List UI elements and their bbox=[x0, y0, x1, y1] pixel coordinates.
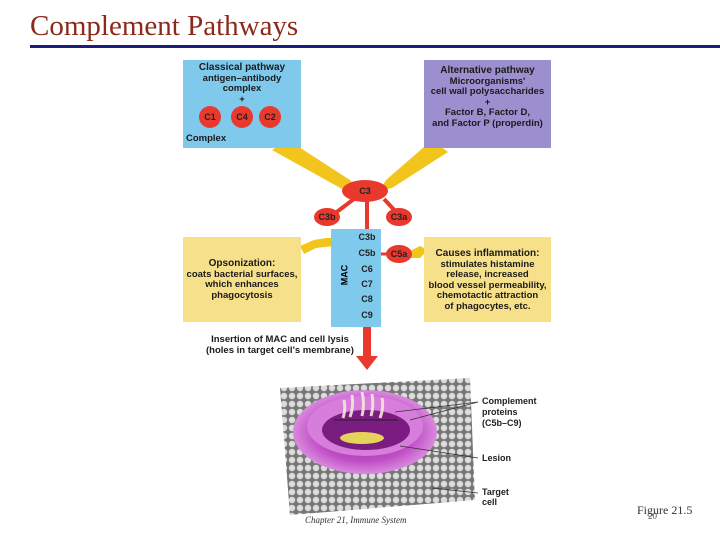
mac-item-c8: C8 bbox=[361, 294, 373, 304]
opsonization-line-2: which enhances bbox=[205, 279, 279, 290]
classical-complex-label: Complex bbox=[186, 133, 227, 144]
complement-callout-line-1 bbox=[394, 401, 479, 413]
inflammation-line-3: blood vessel permeability, bbox=[428, 279, 547, 291]
alternative-plus: + bbox=[484, 96, 491, 108]
complement-label-line-3: (C5b–C9) bbox=[482, 418, 522, 428]
mac-item-c3b: C3b bbox=[358, 232, 376, 242]
inflammation-box: Causes inflammation: stimulates histamin… bbox=[424, 237, 551, 322]
slide-title: Complement Pathways bbox=[30, 10, 299, 42]
lesion-label: Lesion bbox=[482, 453, 512, 463]
lesion-hole bbox=[322, 410, 410, 450]
opsonization-box: Opsonization: coats bacterial surfaces, … bbox=[183, 237, 301, 322]
inflammation-line-5: of phagocytes, etc. bbox=[444, 300, 531, 312]
classical-pathway-box: Classical pathway antigen–antibody compl… bbox=[183, 60, 301, 148]
target-callout-line bbox=[431, 487, 479, 494]
lesion-core bbox=[340, 432, 384, 444]
complement-proteins-label: Complement proteins (C5b–C9) bbox=[482, 396, 537, 429]
opsonization-line-3: phagocytosis bbox=[211, 289, 273, 301]
inflammation-title: Causes inflammation: bbox=[435, 248, 540, 259]
footer-chapter: Chapter 21, Immune System bbox=[305, 515, 407, 525]
c4-protein: C4 bbox=[231, 106, 253, 128]
inflammation-line-4: chemotactic attraction bbox=[436, 290, 539, 301]
classical-line-1: antigen–antibody bbox=[202, 72, 282, 84]
complement-label-line-1: Complement bbox=[482, 396, 537, 406]
classical-plus: + bbox=[239, 93, 245, 105]
alternative-line-1: Microorganisms' bbox=[449, 75, 526, 87]
mac-label: MAC bbox=[339, 264, 350, 286]
c3-node: C3 bbox=[342, 180, 388, 202]
alternative-line-2: cell wall polysaccharides bbox=[430, 86, 545, 97]
insertion-caption: Insertion of MAC and cell lysis (holes i… bbox=[196, 334, 364, 356]
c5a-to-inflammation-arrow bbox=[408, 246, 428, 258]
inflammation-line-1: stimulates histamine bbox=[440, 258, 535, 270]
c3a-node: C3a bbox=[386, 208, 412, 226]
mac-item-c9: C9 bbox=[361, 310, 373, 320]
target-cell-label: Target cell bbox=[482, 487, 509, 507]
target-label-line-2: cell bbox=[482, 497, 498, 507]
complement-callout-line-2 bbox=[409, 401, 479, 421]
page-number: 20 bbox=[648, 511, 657, 521]
target-label-line-1: Target bbox=[482, 487, 509, 497]
inflammation-line-2: release, increased bbox=[446, 269, 529, 280]
complement-protein-strands bbox=[341, 391, 385, 419]
c3b-node: C3b bbox=[314, 208, 340, 226]
insertion-line-2: (holes in target cell's membrane) bbox=[206, 344, 354, 356]
mac-item-c6: C6 bbox=[361, 264, 373, 274]
footer-figure: Figure 21.5 bbox=[637, 503, 693, 517]
classical-line-2: complex bbox=[222, 83, 262, 94]
c5a-node: C5a bbox=[386, 245, 412, 263]
c1-protein: C1 bbox=[199, 106, 221, 128]
mac-column bbox=[331, 229, 381, 327]
classical-pathway-title: Classical pathway bbox=[198, 62, 286, 73]
lysis-arrow-head bbox=[356, 356, 378, 370]
mac-item-c7: C7 bbox=[361, 279, 373, 289]
alternative-pathway-box: Alternative pathway Microorganisms' cell… bbox=[424, 60, 551, 148]
opsonization-title: Opsonization: bbox=[208, 258, 276, 269]
alternative-line-3: Factor B, Factor D, bbox=[445, 107, 530, 118]
classical-to-c3-arrow bbox=[272, 140, 356, 190]
complement-label-line-2: proteins bbox=[482, 407, 518, 417]
c3b-to-opsonization-arrow bbox=[300, 238, 334, 254]
insertion-line-1: Insertion of MAC and cell lysis bbox=[211, 334, 349, 345]
title-underline bbox=[30, 45, 720, 48]
alternative-line-4: and Factor P (properdin) bbox=[432, 117, 543, 129]
alternative-to-c3-arrow bbox=[380, 140, 448, 190]
lesion-callout-line bbox=[399, 445, 479, 459]
mac-item-c5b: C5b bbox=[358, 248, 376, 258]
alternative-pathway-title: Alternative pathway bbox=[440, 65, 535, 76]
opsonization-line-1: coats bacterial surfaces, bbox=[186, 268, 298, 280]
c2-protein: C2 bbox=[259, 106, 281, 128]
lysis-arrow-shaft bbox=[363, 327, 371, 357]
